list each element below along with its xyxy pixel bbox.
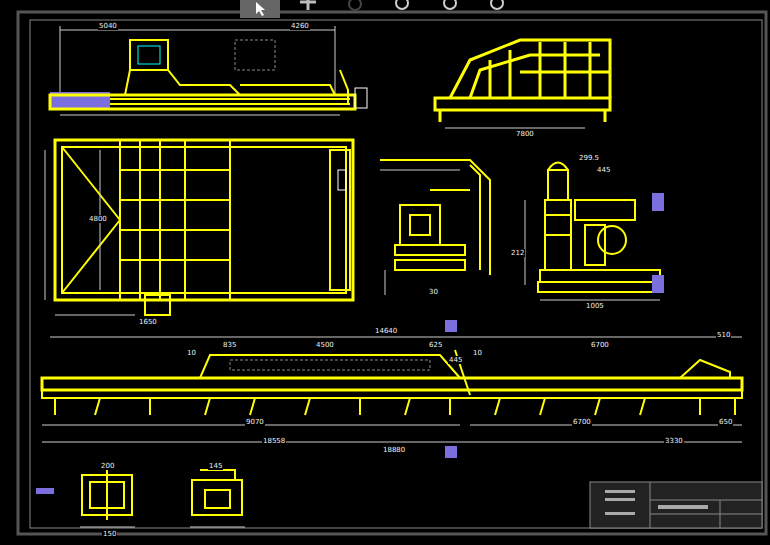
dimension-label: 14640 (374, 327, 398, 335)
dimension-label: 200 (100, 462, 115, 470)
stair-platform (435, 40, 610, 128)
section-detail-b (525, 163, 664, 301)
dimension-label: 835 (222, 341, 237, 349)
dimension-label: 145 (208, 462, 223, 470)
dimension-label: 30 (428, 288, 439, 296)
dimension-label: 9070 (245, 418, 265, 426)
cross-sections (36, 470, 245, 527)
plan-view (45, 140, 353, 315)
dimension-label: 18558 (262, 437, 286, 445)
dimension-label: 625 (428, 341, 443, 349)
dimension-label: 10 (472, 349, 483, 357)
viewer-frame (18, 12, 766, 534)
dimension-label: 4800 (88, 215, 108, 223)
dimension-label: 150 (102, 530, 117, 538)
dimension-label: 1005 (585, 302, 605, 310)
dimension-label: 299.5 (578, 154, 600, 162)
toolbar (240, 0, 503, 18)
dimension-label: 1650 (138, 318, 158, 326)
dimension-label: 510 (716, 331, 731, 339)
dimension-label: 4500 (315, 341, 335, 349)
dimension-label: 212 (510, 249, 525, 257)
dimension-label: 650 (718, 418, 733, 426)
dimension-label: 445 (448, 356, 463, 364)
dimension-label: 18880 (382, 446, 406, 454)
side-elevation (50, 26, 367, 115)
dimension-label: 6700 (572, 418, 592, 426)
dimension-label: 3330 (664, 437, 684, 445)
dimension-label: 445 (596, 166, 611, 174)
dimension-label: 4260 (290, 22, 310, 30)
section-detail-a (380, 160, 490, 295)
dimension-label: 7800 (515, 130, 535, 138)
dimension-label: 5040 (98, 22, 118, 30)
main-elevation (42, 320, 742, 458)
dimension-label: 6700 (590, 341, 610, 349)
title-block (590, 482, 762, 528)
sheet-border (30, 20, 762, 528)
dimension-label: 10 (186, 349, 197, 357)
